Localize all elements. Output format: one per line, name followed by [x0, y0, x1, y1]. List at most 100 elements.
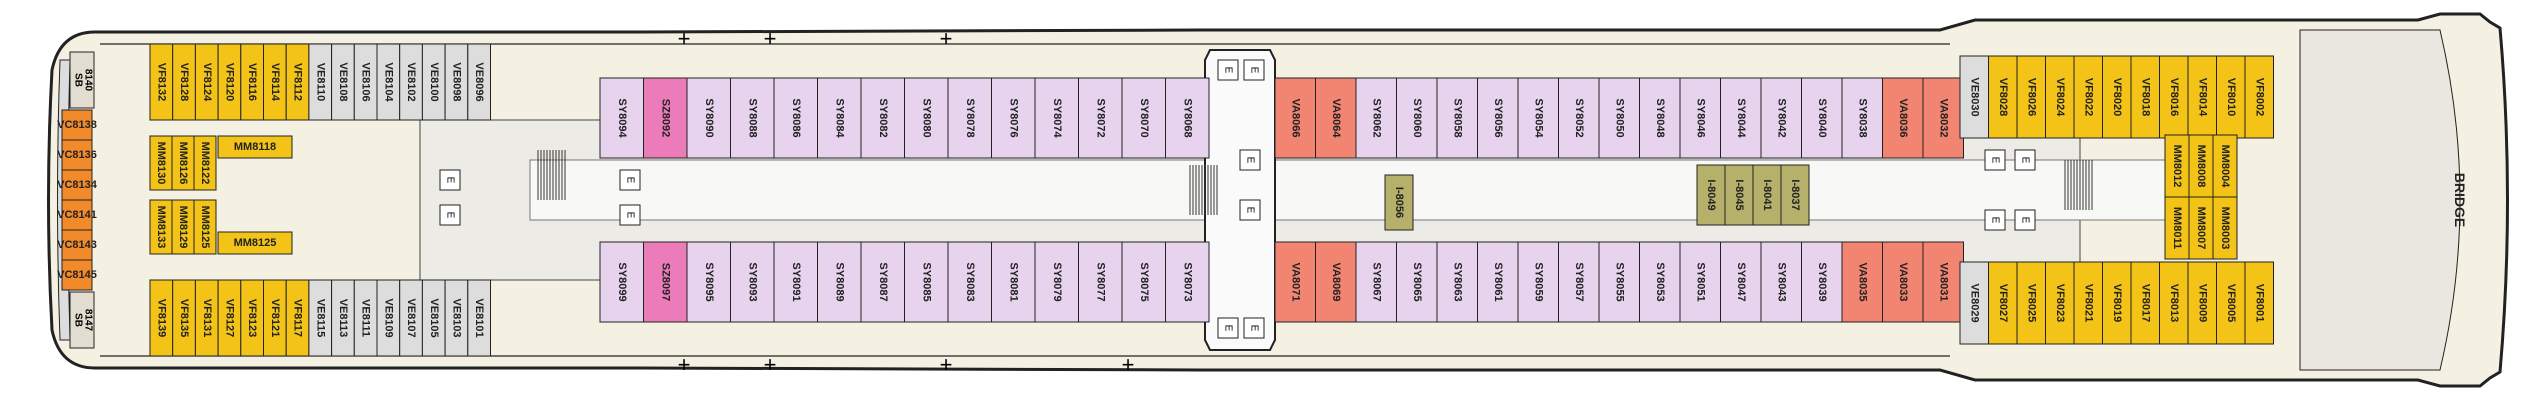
mid-top-cabin[interactable]: SY8088	[730, 77, 775, 159]
stern-cabin[interactable]: VC8143	[57, 229, 97, 261]
bow-bottom-cabin[interactable]: VF8001	[2244, 261, 2274, 345]
aft-top-cabin[interactable]: VE8106	[353, 43, 378, 121]
mid-top-cabin[interactable]: SY8078	[947, 77, 992, 159]
aft-bottom-cabin[interactable]: VE8109	[376, 279, 401, 357]
mid-top-cabin[interactable]: SY8070	[1121, 77, 1166, 159]
bow-bottom-cabin[interactable]: VF8025	[2016, 261, 2046, 345]
bow-top-cabin[interactable]: VF8002	[2244, 55, 2274, 139]
fwd-bottom-cabin[interactable]: SY8063	[1436, 241, 1478, 323]
aft-top-cabin[interactable]: VE8108	[331, 43, 355, 121]
fwd-bottom-cabin[interactable]: SY8047	[1720, 241, 1762, 323]
mid-bottom-cabin[interactable]: SY8089	[817, 241, 862, 323]
aft-bottom-cabin[interactable]: VE8107	[399, 279, 423, 357]
fwd-top-cabin[interactable]: SY8058	[1436, 77, 1478, 159]
aft-inner-cabin[interactable]: MM8125	[193, 199, 217, 255]
aft-top-cabin[interactable]: VF8116	[240, 43, 265, 121]
bow-top-cabin[interactable]: VF8016	[2159, 55, 2189, 139]
inner-cabin[interactable]: I-8041	[1752, 164, 1782, 226]
bow-bottom-cabin[interactable]: VF8013	[2159, 261, 2189, 345]
bow-bottom-cabin[interactable]: VF8017	[2130, 261, 2160, 345]
mid-bottom-cabin[interactable]: SY8087	[860, 241, 905, 323]
fwd-top-cabin[interactable]: VA8032	[1922, 77, 1964, 159]
mid-top-cabin[interactable]: SY8090	[686, 77, 731, 159]
stern-cabin[interactable]: VC8136	[57, 139, 97, 171]
aft-top-cabin[interactable]: VE8110	[308, 43, 333, 121]
aft-bottom-cabin[interactable]: VF8121	[263, 279, 287, 357]
inner-cabin[interactable]: I-8045	[1724, 164, 1754, 226]
aft-bottom-cabin[interactable]: VE8113	[331, 279, 355, 357]
mid-top-cabin[interactable]: SY8086	[773, 77, 818, 159]
mid-top-cabin[interactable]: SY8080	[904, 77, 949, 159]
fwd-top-cabin[interactable]: VA8064	[1315, 77, 1357, 159]
fwd-top-cabin[interactable]: SY8056	[1477, 77, 1519, 159]
fwd-top-cabin[interactable]: SY8054	[1517, 77, 1559, 159]
bow-top-cabin[interactable]: VF8026	[2016, 55, 2046, 139]
mid-bottom-cabin[interactable]: SY8077	[1078, 241, 1123, 323]
fwd-bottom-cabin[interactable]: SY8051	[1679, 241, 1721, 323]
aft-top-cabin[interactable]: VE8100	[421, 43, 446, 121]
aft-inner-cabin[interactable]: MM8122	[193, 135, 217, 191]
bow-top-cabin[interactable]: VE8030	[1959, 55, 1989, 139]
stern-cabin[interactable]: VC8145	[57, 259, 97, 291]
fwd-bottom-cabin[interactable]: SY8053	[1639, 241, 1681, 323]
bow-bottom-cabin[interactable]: VF8009	[2187, 261, 2217, 345]
bow-bottom-cabin[interactable]: VF8005	[2216, 261, 2246, 345]
mid-bottom-cabin[interactable]: SY8083	[947, 241, 992, 323]
mid-top-cabin[interactable]: SY8094	[599, 77, 644, 159]
aft-top-cabin[interactable]: VF8124	[194, 43, 219, 121]
fwd-bottom-cabin[interactable]: SY8067	[1355, 241, 1397, 323]
stern-cabin[interactable]: VC8134	[57, 169, 98, 201]
aft-bottom-cabin[interactable]: VE8103	[444, 279, 469, 357]
aft-bottom-cabin[interactable]: VE8105	[421, 279, 446, 357]
aft-bottom-cabin[interactable]: VF8117	[285, 279, 310, 357]
fwd-top-cabin[interactable]: SY8042	[1760, 77, 1802, 159]
fwd-bottom-cabin[interactable]: SY8059	[1517, 241, 1559, 323]
fwd-bottom-cabin[interactable]: SY8043	[1760, 241, 1802, 323]
aft-top-cabin[interactable]: VE8096	[467, 43, 491, 121]
aft-inner-cabin[interactable]: MM8118	[217, 135, 293, 159]
mid-top-cabin[interactable]: SY8072	[1078, 77, 1123, 159]
aft-top-cabin[interactable]: VE8102	[399, 43, 423, 121]
stern-cabin[interactable]: VC8138	[57, 109, 97, 141]
mid-top-cabin[interactable]: SZ8092	[643, 77, 688, 159]
aft-top-cabin[interactable]: VF8114	[263, 43, 287, 121]
mid-bottom-cabin[interactable]: SY8095	[686, 241, 731, 323]
fwd-bottom-cabin[interactable]: SY8065	[1396, 241, 1438, 323]
mid-bottom-cabin[interactable]: SY8085	[904, 241, 949, 323]
fwd-top-cabin[interactable]: SY8050	[1598, 77, 1640, 159]
inner-cabin[interactable]: I-8049	[1696, 164, 1726, 226]
mid-bottom-cabin[interactable]: SY8081	[991, 241, 1036, 323]
fwd-top-cabin[interactable]: VA8036	[1882, 77, 1924, 159]
bow-bottom-cabin[interactable]: VF8021	[2073, 261, 2103, 345]
bow-top-cabin[interactable]: VF8020	[2102, 55, 2132, 139]
fwd-bottom-cabin[interactable]: SY8061	[1477, 241, 1519, 323]
fwd-top-cabin[interactable]: SY8046	[1679, 77, 1721, 159]
mid-top-cabin[interactable]: SY8082	[860, 77, 905, 159]
fwd-top-cabin[interactable]: SY8062	[1355, 77, 1397, 159]
fwd-bottom-cabin[interactable]: VA8071	[1274, 241, 1316, 323]
aft-bottom-cabin[interactable]: VF8135	[172, 279, 196, 357]
fwd-top-cabin[interactable]: SY8048	[1639, 77, 1681, 159]
bow-top-cabin[interactable]: VF8010	[2216, 55, 2246, 139]
bow-bottom-cabin[interactable]: VF8023	[2045, 261, 2075, 345]
bow-inner-cabin[interactable]: MM8003	[2212, 196, 2238, 260]
inner-cabin[interactable]: I-8037	[1780, 164, 1810, 226]
mid-bottom-cabin[interactable]: SY8079	[1034, 241, 1079, 323]
aft-inner-cabin[interactable]: MM8126	[171, 135, 195, 191]
aft-bottom-cabin[interactable]: VF8123	[240, 279, 265, 357]
fwd-top-cabin[interactable]: SY8044	[1720, 77, 1762, 159]
bow-top-cabin[interactable]: VF8022	[2073, 55, 2103, 139]
aft-bottom-cabin[interactable]: VE8101	[467, 279, 491, 357]
mid-bottom-cabin[interactable]: SY8075	[1121, 241, 1166, 323]
fwd-bottom-cabin[interactable]: VA8069	[1315, 241, 1357, 323]
inner-cabin[interactable]: I-8056	[1384, 174, 1414, 231]
bow-inner-cabin[interactable]: MM8012	[2164, 134, 2190, 198]
aft-bottom-cabin[interactable]: VF8131	[194, 279, 219, 357]
mid-top-cabin[interactable]: SY8068	[1165, 77, 1210, 159]
aft-inner-cabin[interactable]: MM8130	[149, 135, 173, 191]
mid-top-cabin[interactable]: SY8076	[991, 77, 1036, 159]
bow-top-cabin[interactable]: VF8018	[2130, 55, 2160, 139]
mid-bottom-cabin[interactable]: SZ8097	[643, 241, 688, 323]
